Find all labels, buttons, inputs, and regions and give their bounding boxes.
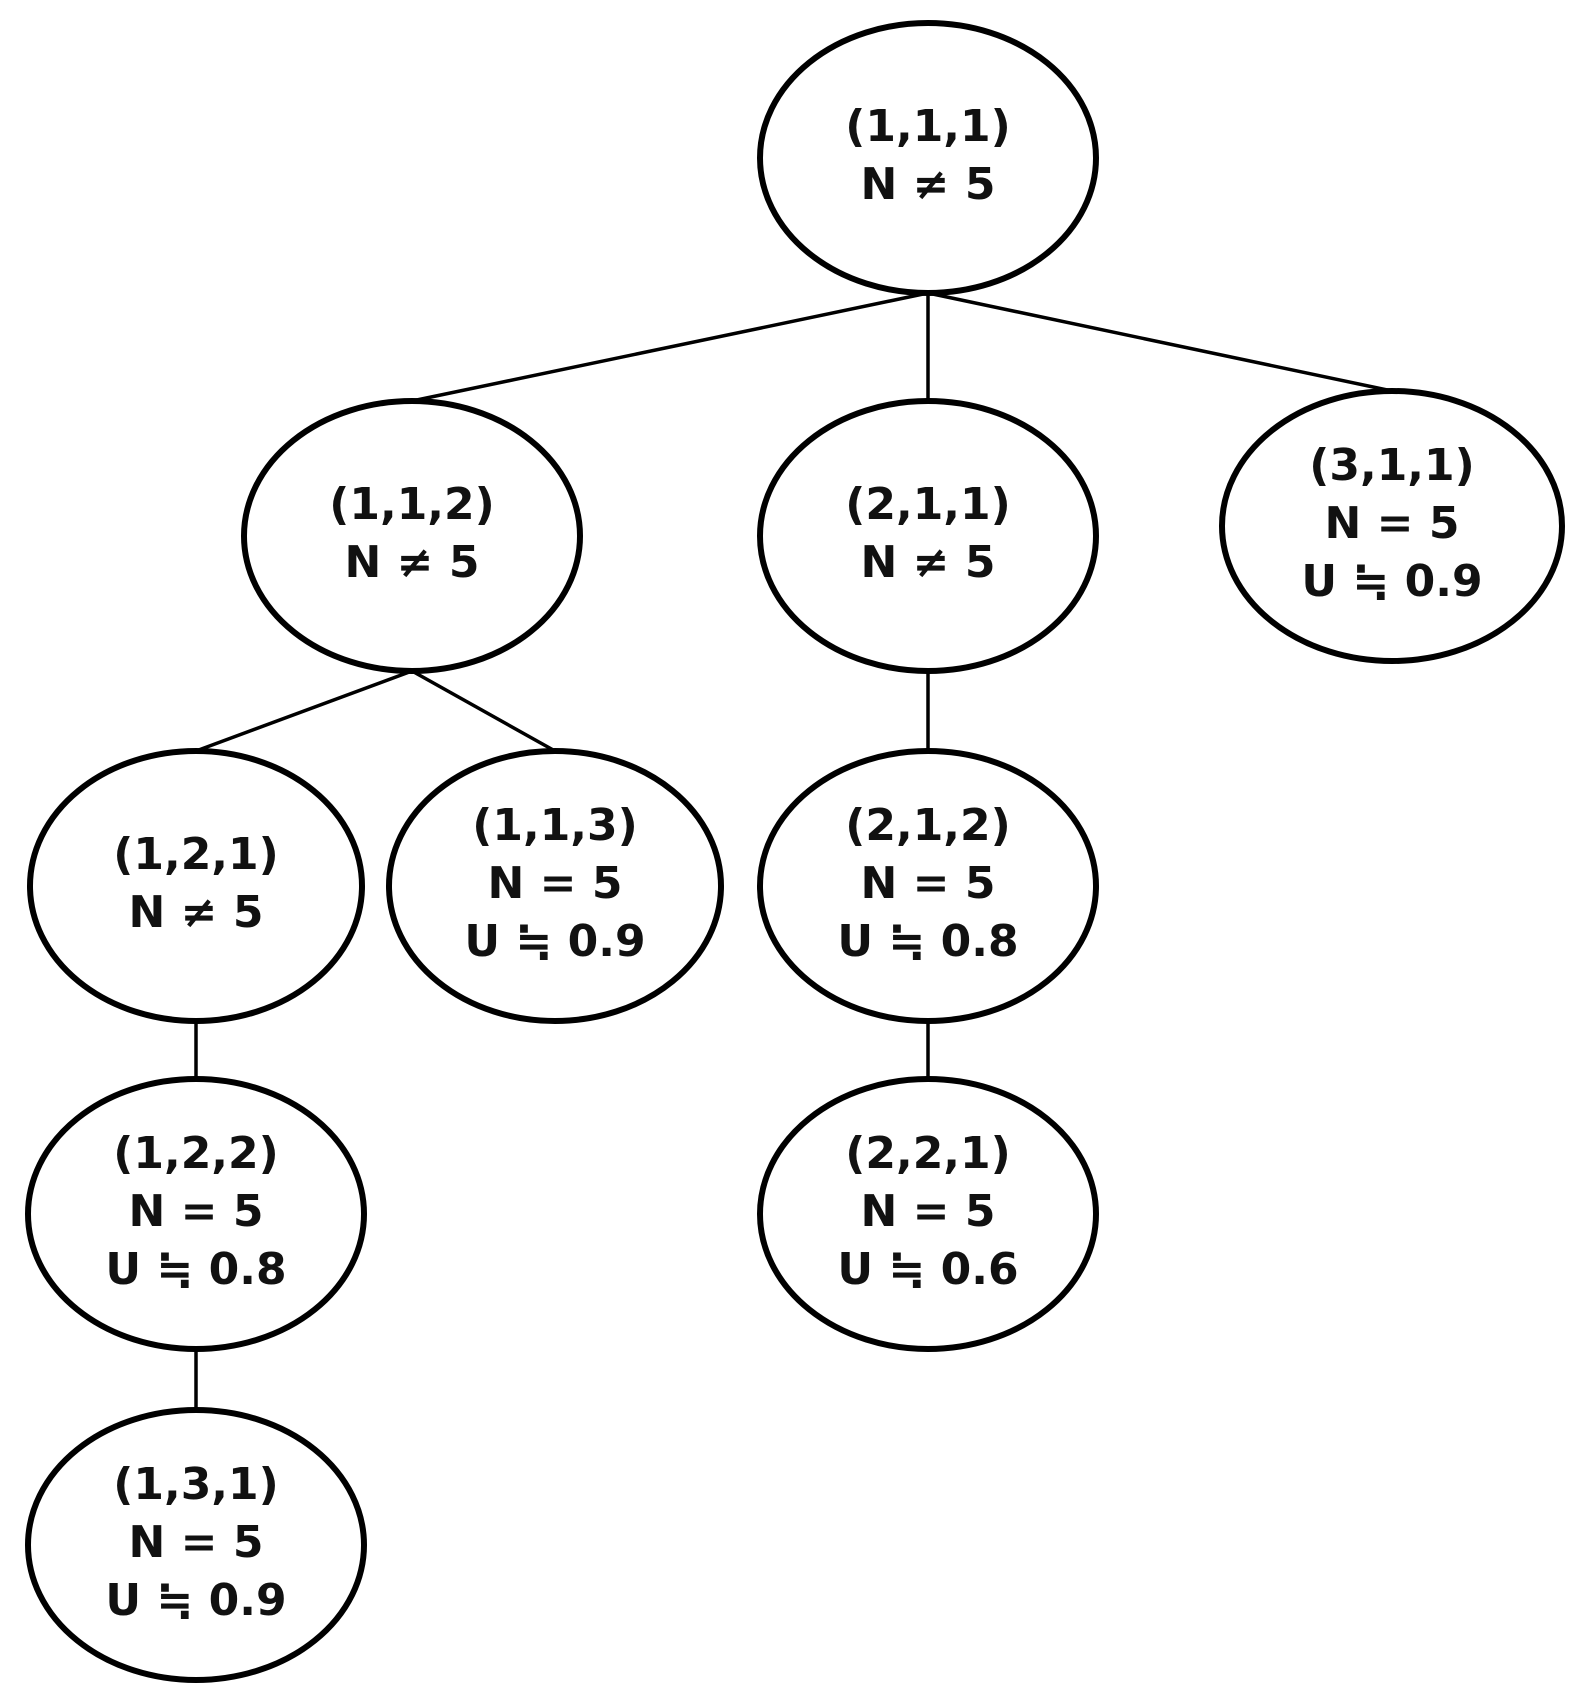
tree-node-n131: (1,3,1) N = 5 U ≒ 0.9 xyxy=(25,1407,367,1683)
node-ellipse xyxy=(241,398,583,674)
node-label: (1,2,2) xyxy=(113,1128,279,1179)
tree-node-n111: (1,1,1) N ≠ 5 xyxy=(757,20,1099,296)
node-n-condition: N ≠ 5 xyxy=(129,887,264,938)
tree-node-n122: (1,2,2) N = 5 U ≒ 0.8 xyxy=(25,1076,367,1352)
node-ellipse xyxy=(25,1407,367,1683)
node-u-value: U ≒ 0.9 xyxy=(105,1575,286,1626)
node-u-value: U ≒ 0.6 xyxy=(837,1244,1018,1295)
node-ellipse xyxy=(25,1076,367,1352)
node-n-condition: N = 5 xyxy=(1325,498,1460,549)
node-label: (1,2,1) xyxy=(113,829,279,880)
node-label: (2,1,2) xyxy=(845,800,1011,851)
node-n-condition: N ≠ 5 xyxy=(861,537,996,588)
node-n-condition: N = 5 xyxy=(129,1186,264,1237)
node-label: (1,1,2) xyxy=(329,479,495,530)
node-ellipse xyxy=(757,398,1099,674)
node-u-value: U ≒ 0.9 xyxy=(464,916,645,967)
node-ellipse xyxy=(757,20,1099,296)
node-n-condition: N ≠ 5 xyxy=(861,159,996,210)
node-label: (2,2,1) xyxy=(845,1128,1011,1179)
tree-node-n212: (2,1,2) N = 5 U ≒ 0.8 xyxy=(757,748,1099,1024)
nodes-layer: (1,1,1) N ≠ 5 (1,1,2) N ≠ 5 (2,1,1) N ≠ 5 (3,1… xyxy=(25,20,1565,1683)
node-n-condition: N = 5 xyxy=(861,1186,996,1237)
node-n-condition: N ≠ 5 xyxy=(345,537,480,588)
node-label: (2,1,1) xyxy=(845,479,1011,530)
node-n-condition: N = 5 xyxy=(129,1517,264,1568)
tree-node-n221: (2,2,1) N = 5 U ≒ 0.6 xyxy=(757,1076,1099,1352)
edge-n112-n121 xyxy=(195,669,413,753)
node-ellipse xyxy=(1219,388,1565,664)
node-ellipse xyxy=(757,748,1099,1024)
tree-node-n311: (3,1,1) N = 5 U ≒ 0.9 xyxy=(1219,388,1565,664)
node-u-value: U ≒ 0.9 xyxy=(1301,556,1482,607)
edges-layer xyxy=(194,291,1393,1410)
edge-n111-n311 xyxy=(927,291,1393,393)
tree-node-n113: (1,1,3) N = 5 U ≒ 0.9 xyxy=(386,748,724,1024)
node-label: (1,3,1) xyxy=(113,1459,279,1510)
edge-n111-n112 xyxy=(411,291,929,403)
node-label: (3,1,1) xyxy=(1309,440,1475,491)
node-n-condition: N = 5 xyxy=(861,858,996,909)
node-n-condition: N = 5 xyxy=(488,858,623,909)
tree-node-n211: (2,1,1) N ≠ 5 xyxy=(757,398,1099,674)
node-ellipse xyxy=(27,748,365,1024)
node-ellipse xyxy=(757,1076,1099,1352)
edge-n112-n113 xyxy=(411,669,556,753)
tree-node-n121: (1,2,1) N ≠ 5 xyxy=(27,748,365,1024)
node-ellipse xyxy=(386,748,724,1024)
node-label: (1,1,3) xyxy=(472,800,638,851)
node-u-value: U ≒ 0.8 xyxy=(837,916,1018,967)
node-label: (1,1,1) xyxy=(845,101,1011,152)
tree-node-n112: (1,1,2) N ≠ 5 xyxy=(241,398,583,674)
node-u-value: U ≒ 0.8 xyxy=(105,1244,286,1295)
